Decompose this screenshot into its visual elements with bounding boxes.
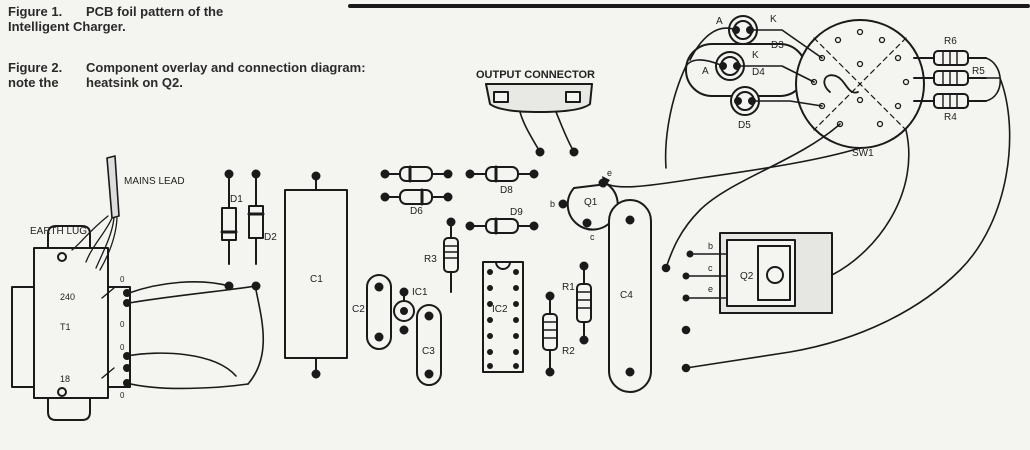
resistor-r1 xyxy=(576,261,592,345)
label-tap-0a: 0 xyxy=(120,275,125,284)
figure2-title: Component overlay and connection diagram… xyxy=(86,60,366,75)
regulator-ic1 xyxy=(393,287,415,335)
label-tap-0c: 0 xyxy=(120,343,125,352)
label-q2-b: b xyxy=(708,241,713,251)
capacitor-c2 xyxy=(366,274,392,350)
label-earth-lug: EARTH LUG xyxy=(30,226,87,237)
label-c2: C2 xyxy=(352,304,365,315)
label-d4-cathode: K xyxy=(752,50,759,61)
resistor-r4 xyxy=(913,93,987,109)
figure2-title-line2: heatsink on Q2. xyxy=(86,75,183,90)
label-r6: R6 xyxy=(944,36,957,47)
label-q2: Q2 xyxy=(740,271,754,282)
capacitor-c1 xyxy=(284,171,348,379)
label-d3-anode: A xyxy=(716,16,723,27)
diode-d6-lower xyxy=(380,188,453,206)
label-d6: D6 xyxy=(410,206,423,217)
transistor-q2-heatsink xyxy=(682,232,833,314)
label-t1: T1 xyxy=(60,322,71,332)
label-c4: C4 xyxy=(620,290,633,301)
led-d4 xyxy=(685,43,807,97)
diode-d1 xyxy=(220,169,238,291)
figure1-caption: Figure 1. PCB foil pattern of the Intelli… xyxy=(8,4,223,34)
ic-ic2 xyxy=(482,261,524,373)
wiring-transformer xyxy=(126,280,265,390)
label-d4-anode: A xyxy=(702,66,709,77)
label-q1: Q1 xyxy=(584,197,598,208)
figure2-lead: note the xyxy=(8,75,59,90)
label-r1: R1 xyxy=(562,282,575,293)
label-q1-b: b xyxy=(550,199,555,209)
label-d2: D2 xyxy=(264,232,277,243)
label-r5: R5 xyxy=(972,66,985,77)
resistor-r6 xyxy=(913,50,987,66)
resistor-r5 xyxy=(913,70,987,86)
diode-d8 xyxy=(465,165,539,183)
figure1-title-line2: Intelligent Charger. xyxy=(8,19,126,34)
wiring-panel xyxy=(606,27,1011,373)
label-q1-c: c xyxy=(590,232,595,242)
figure1-number: Figure 1. xyxy=(8,4,63,19)
label-q2-e: e xyxy=(708,284,713,294)
label-q2-c: c xyxy=(708,263,713,273)
diode-d6 xyxy=(380,165,453,183)
label-q1-e: e xyxy=(607,168,612,178)
label-d9: D9 xyxy=(510,207,523,218)
mains-lead xyxy=(71,155,120,271)
transistor-q1 xyxy=(558,176,619,231)
resistor-r2 xyxy=(542,291,558,377)
capacitor-c4 xyxy=(608,199,652,393)
label-tap-0b: 0 xyxy=(120,320,125,329)
label-r4: R4 xyxy=(944,112,957,123)
capacitor-c3 xyxy=(416,304,442,386)
figure2-number: Figure 2. xyxy=(8,60,63,75)
label-r2: R2 xyxy=(562,346,575,357)
switch-sw1 xyxy=(795,19,925,149)
resistor-r3 xyxy=(443,217,459,293)
label-c1: C1 xyxy=(310,274,323,285)
label-d4: D4 xyxy=(752,67,765,78)
output-connector xyxy=(485,83,593,157)
label-d5: D5 xyxy=(738,120,751,131)
led-d5 xyxy=(730,86,760,116)
label-d3-cathode: K xyxy=(770,14,777,25)
label-tap-0d: 0 xyxy=(120,391,125,400)
label-sw1: SW1 xyxy=(852,148,874,159)
label-mains-lead: MAINS LEAD xyxy=(124,176,185,187)
label-ic1: IC1 xyxy=(412,287,428,298)
figure2-caption: Figure 2. Component overlay and connectio… xyxy=(8,60,366,90)
diode-d9 xyxy=(465,217,539,235)
figure1-title: PCB foil pattern of the xyxy=(86,4,224,19)
diode-d2 xyxy=(247,169,265,291)
label-ic2: IC2 xyxy=(492,304,508,315)
label-d3: D3 xyxy=(771,40,784,51)
component-labels: OUTPUT CONNECTOR MAINS LEAD EARTH LUG D1… xyxy=(30,14,985,400)
label-d1: D1 xyxy=(230,194,243,205)
label-c3: C3 xyxy=(422,346,435,357)
label-r3: R3 xyxy=(424,254,437,265)
transformer-t1 xyxy=(11,225,131,421)
label-18v: 18 xyxy=(60,374,70,384)
label-output-connector: OUTPUT CONNECTOR xyxy=(476,69,595,81)
label-240v-a: 240 xyxy=(60,292,75,302)
label-d8: D8 xyxy=(500,185,513,196)
